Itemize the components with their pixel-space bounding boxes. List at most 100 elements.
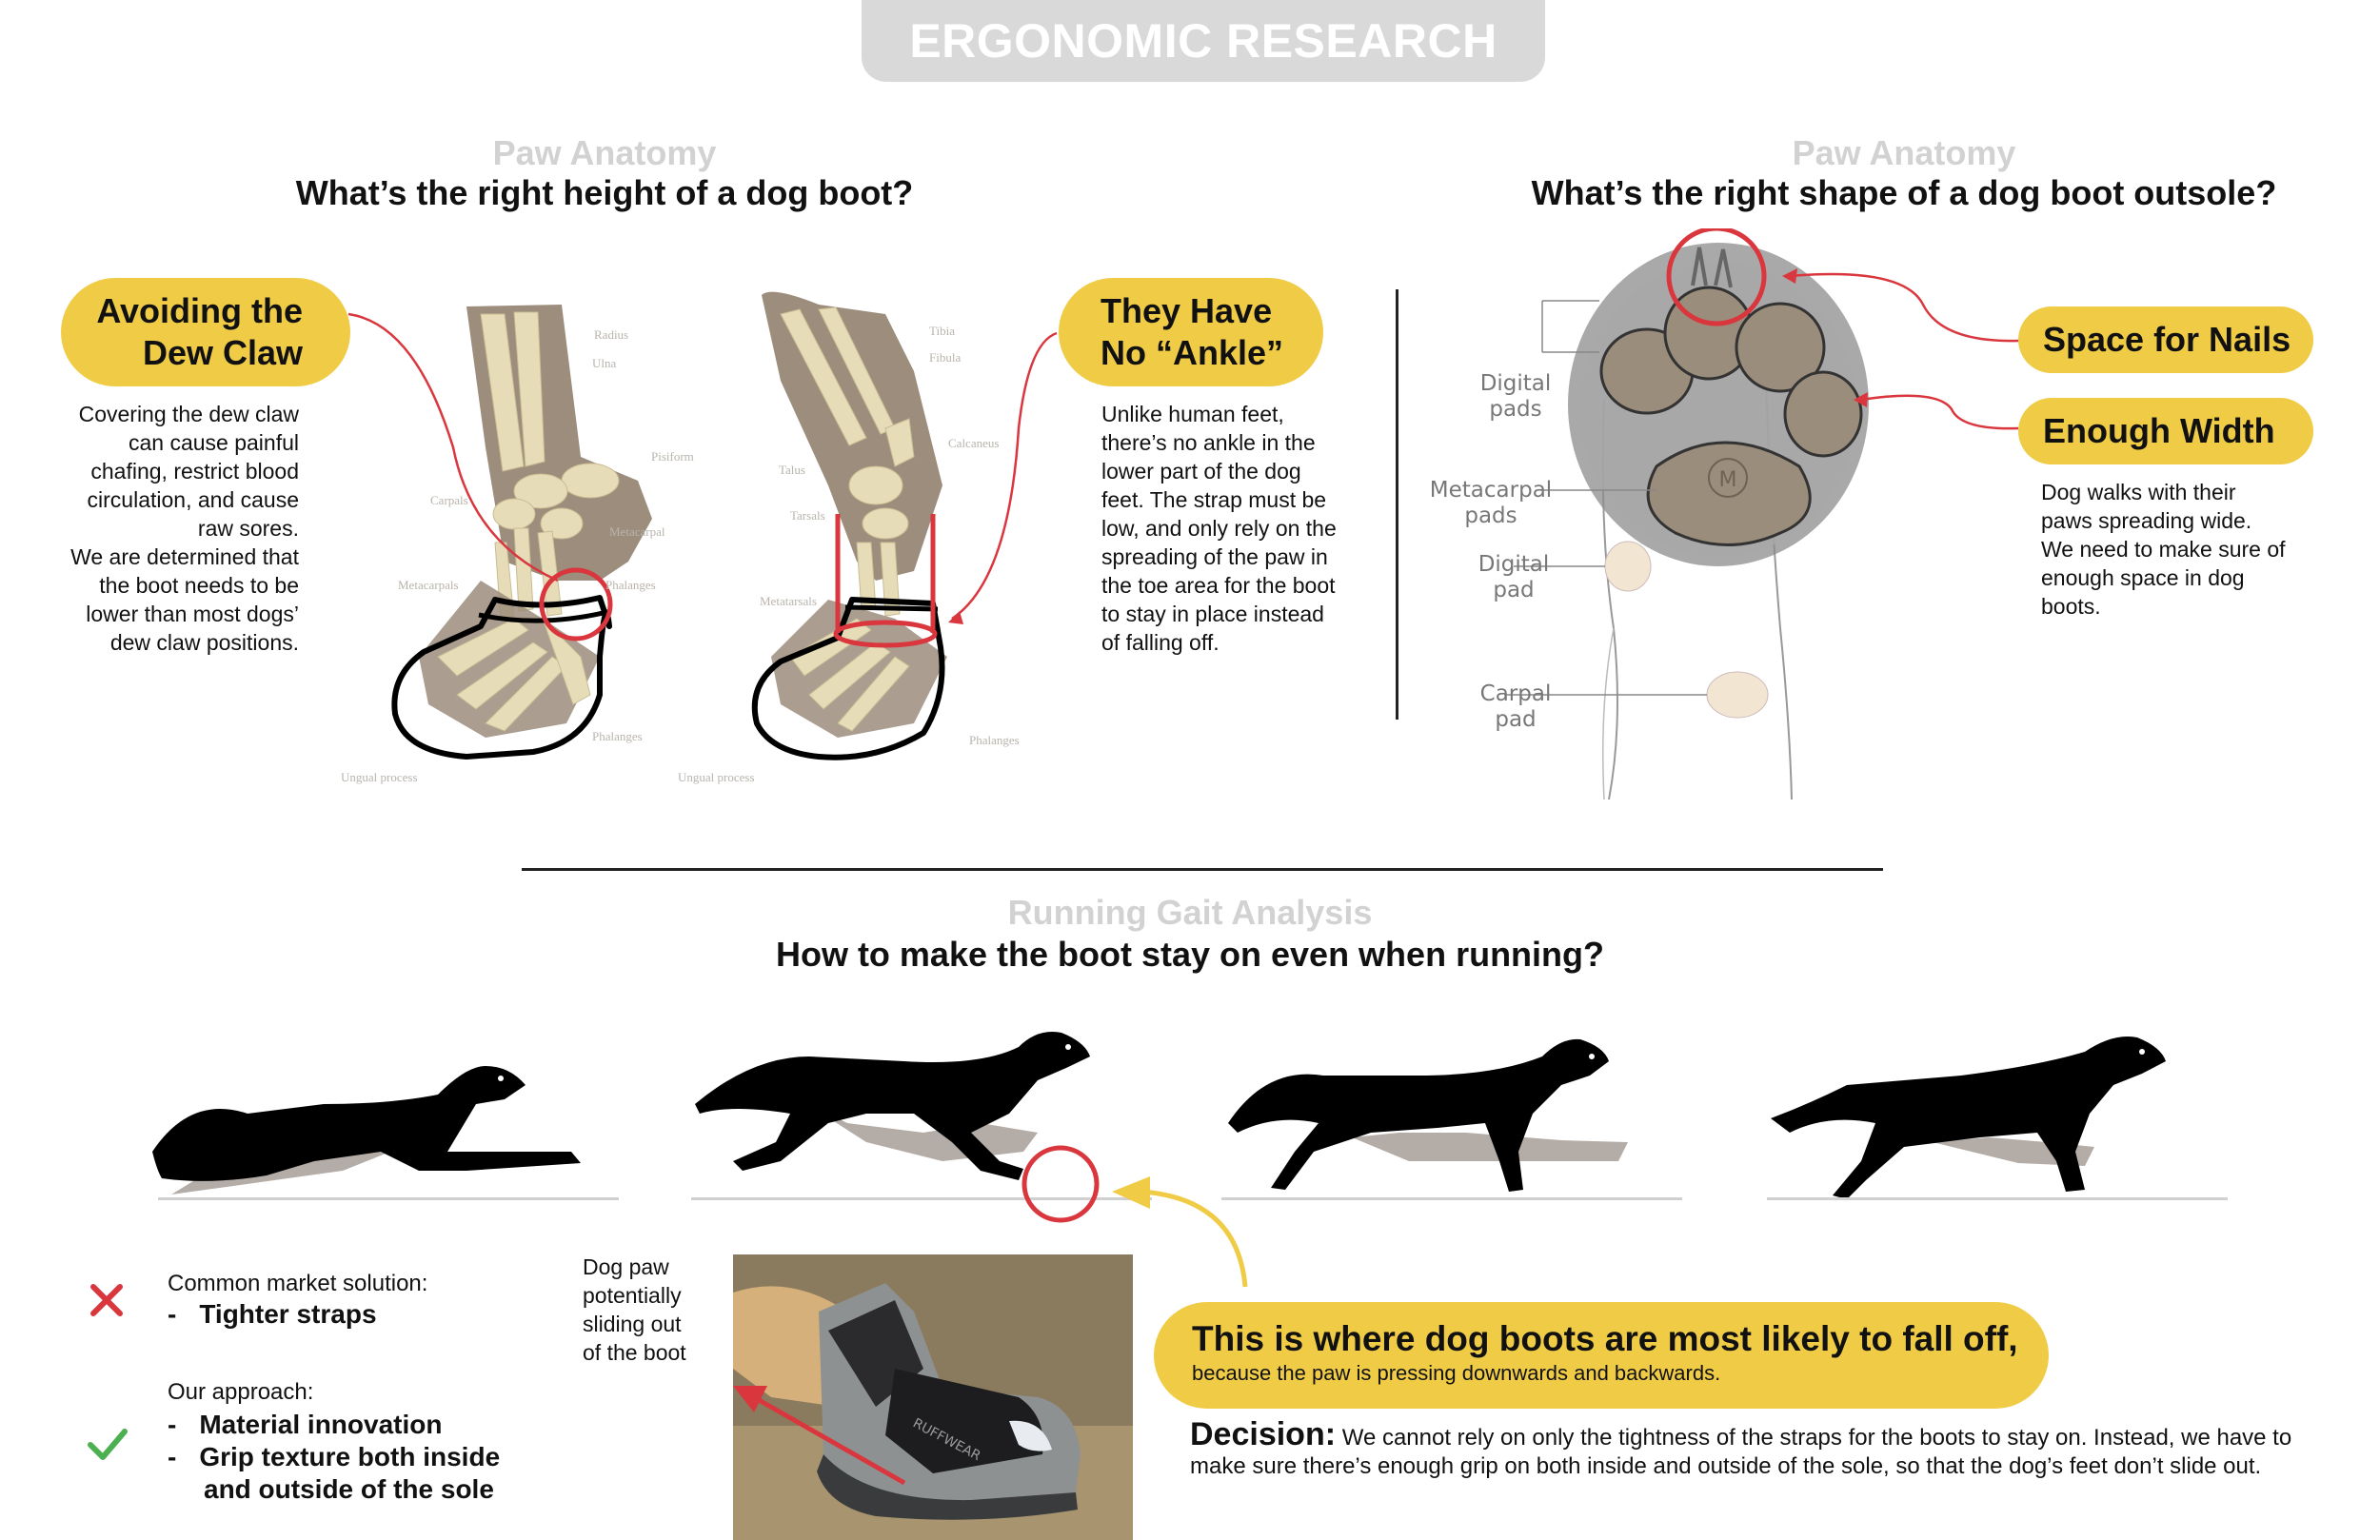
fall-off-callout: This is where dog boots are most likely …: [1154, 1302, 2049, 1409]
gait-baseline-3: [1221, 1197, 1682, 1200]
width-line: We need to make sure of: [2041, 537, 2286, 562]
label-metatarsals: Metatarsals: [760, 594, 817, 608]
width-line: Dog walks with their: [2041, 480, 2236, 504]
fall-off-subtitle: because the paw is pressing downwards an…: [1192, 1361, 1721, 1385]
running-gait-sequence: [152, 1032, 2166, 1199]
label-metacarpal-pads-1: Metacarpal: [1429, 478, 1553, 503]
dew-claw-line: can cause painful: [128, 430, 299, 455]
no-ankle-line: there’s no ankle in the: [1101, 430, 1316, 455]
dog-silhouette-frame-2: [695, 1032, 1090, 1180]
no-ankle-line: Unlike human feet,: [1101, 402, 1284, 426]
no-ankle-line: the toe area for the boot: [1101, 573, 1336, 598]
label-digital-pads-1: Digital: [1479, 371, 1552, 396]
no-ankle-line: feet. The strap must be: [1101, 487, 1327, 512]
dew-claw-line: dew claw positions.: [109, 630, 299, 655]
no-ankle-line: spreading of the paw in: [1101, 544, 1328, 569]
approach-dash: -: [168, 1410, 177, 1439]
dew-claw-body: Covering the dew claw can cause painful …: [19, 400, 299, 657]
label-tarsals: Tarsals: [790, 508, 825, 523]
decision-text-1: We cannot rely on only the tightness of …: [1341, 1425, 2292, 1451]
decision-text-2: make sure there’s enough grip on both in…: [1190, 1453, 2262, 1479]
approach-items: -Material innovation -Grip texture both …: [168, 1409, 500, 1506]
dew-claw-line: lower than most dogs’: [86, 602, 299, 626]
label-ulna: Ulna: [592, 356, 617, 370]
page-title: ERGONOMIC RESEARCH: [909, 14, 1497, 68]
caption-line: of the boot: [583, 1340, 686, 1365]
dew-claw-callout: Avoiding the Dew Claw: [61, 278, 350, 386]
label-calcaneus: Calcaneus: [948, 436, 1000, 450]
common-item-text: Tighter straps: [199, 1299, 377, 1329]
no-ankle-line: of falling off.: [1101, 630, 1220, 655]
dew-claw-line: We are determined that: [70, 544, 299, 569]
dew-claw-line: circulation, and cause: [87, 487, 299, 512]
paw-pad-diagram: M: [1504, 228, 2018, 800]
no-ankle-line: low, and only rely on the: [1101, 516, 1337, 541]
dog-silhouette-frame-1: [152, 1066, 581, 1194]
height-question: What’s the right height of a dog boot?: [295, 173, 914, 212]
width-line: boots.: [2041, 594, 2101, 619]
width-line: paws spreading wide.: [2041, 508, 2252, 533]
boot-photo: RUFFWEAR: [733, 1254, 1133, 1540]
nails-callout: Space for Nails: [2018, 306, 2313, 373]
label-pisiform: Pisiform: [651, 449, 694, 464]
label-talus: Talus: [779, 463, 805, 477]
dew-claw-title-2: Dew Claw: [142, 333, 303, 372]
approach-item-2: Grip texture both inside: [199, 1442, 501, 1471]
decision-label: Decision:: [1190, 1416, 1337, 1452]
label-phalanges-right: Phalanges: [969, 733, 1020, 747]
label-phalanges-top: Phalanges: [605, 578, 656, 592]
common-dash: -: [168, 1299, 177, 1329]
dew-claw-line: the boot needs to be: [99, 573, 299, 598]
label-metacarpal-pads-2: pads: [1464, 503, 1517, 528]
label-ungual-right: Ungual process: [678, 770, 755, 784]
label-carpal-pad-2: pad: [1495, 707, 1537, 732]
label-carpal-pad: Carpal pad: [1474, 681, 1557, 733]
no-ankle-title-1: They Have: [1101, 291, 1273, 330]
dog-silhouette-frame-4: [1771, 1037, 2166, 1199]
label-metacarpal: Metacarpal: [609, 524, 665, 539]
fall-off-title: This is where dog boots are most likely …: [1192, 1319, 2018, 1358]
dew-claw-line: chafing, restrict blood: [90, 459, 299, 484]
label-digital-pad: Digital pad: [1470, 552, 1557, 603]
approach-item-3: and outside of the sole: [204, 1474, 494, 1504]
label-digital-pads-2: pads: [1489, 397, 1542, 422]
width-line: enough space in dog: [2041, 565, 2245, 590]
cross-icon: [90, 1284, 123, 1316]
no-ankle-body: Unlike human feet, there’s no ankle in t…: [1101, 400, 1387, 657]
label-carpal-pad-1: Carpal: [1479, 681, 1552, 706]
label-radius: Radius: [594, 327, 629, 342]
gait-question: How to make the boot stay on even when r…: [775, 935, 1605, 974]
decision-block: Decision: We cannot rely on only the tig…: [1190, 1418, 2370, 1481]
approach-label: Our approach:: [168, 1379, 314, 1405]
approach-dash: -: [168, 1442, 177, 1471]
label-metacarpals: Metacarpals: [398, 578, 459, 592]
vertical-divider: [1396, 289, 1398, 720]
gait-baseline-4: [1767, 1197, 2228, 1200]
caption-line: sliding out: [583, 1312, 682, 1336]
gait-baseline-2: [691, 1197, 1152, 1200]
label-tibia: Tibia: [929, 324, 955, 338]
common-label: Common market solution:: [168, 1271, 428, 1296]
no-ankle-line: to stay in place instead: [1101, 602, 1324, 626]
label-carpals: Carpals: [430, 493, 468, 507]
no-ankle-title-2: No “Ankle”: [1101, 333, 1284, 372]
photo-caption: Dog paw potentially sliding out of the b…: [583, 1253, 686, 1367]
dew-claw-title-1: Avoiding the: [96, 291, 303, 330]
dew-claw-line: Covering the dew claw: [78, 402, 299, 426]
gait-kicker: Running Gait Analysis: [1007, 893, 1373, 932]
label-digital-pad-2: pad: [1493, 578, 1535, 602]
width-callout: Enough Width: [2018, 398, 2313, 464]
check-icon: [88, 1429, 128, 1460]
leg-skeleton-diagrams: [347, 291, 1058, 760]
sole-logo: M: [1719, 468, 1737, 492]
hind-leg-skeleton: [751, 291, 1058, 760]
shape-kicker: Paw Anatomy: [1792, 133, 2016, 172]
dog-silhouette-frame-3: [1228, 1038, 1628, 1192]
dew-claw-line: raw sores.: [197, 516, 299, 541]
caption-line: potentially: [583, 1283, 682, 1308]
label-ungual-left: Ungual process: [341, 770, 418, 784]
no-ankle-line: lower part of the dog: [1101, 459, 1301, 484]
common-item: -Tighter straps: [168, 1300, 377, 1329]
label-phalanges-bottom: Phalanges: [592, 729, 643, 743]
gait-baseline-1: [158, 1197, 619, 1200]
